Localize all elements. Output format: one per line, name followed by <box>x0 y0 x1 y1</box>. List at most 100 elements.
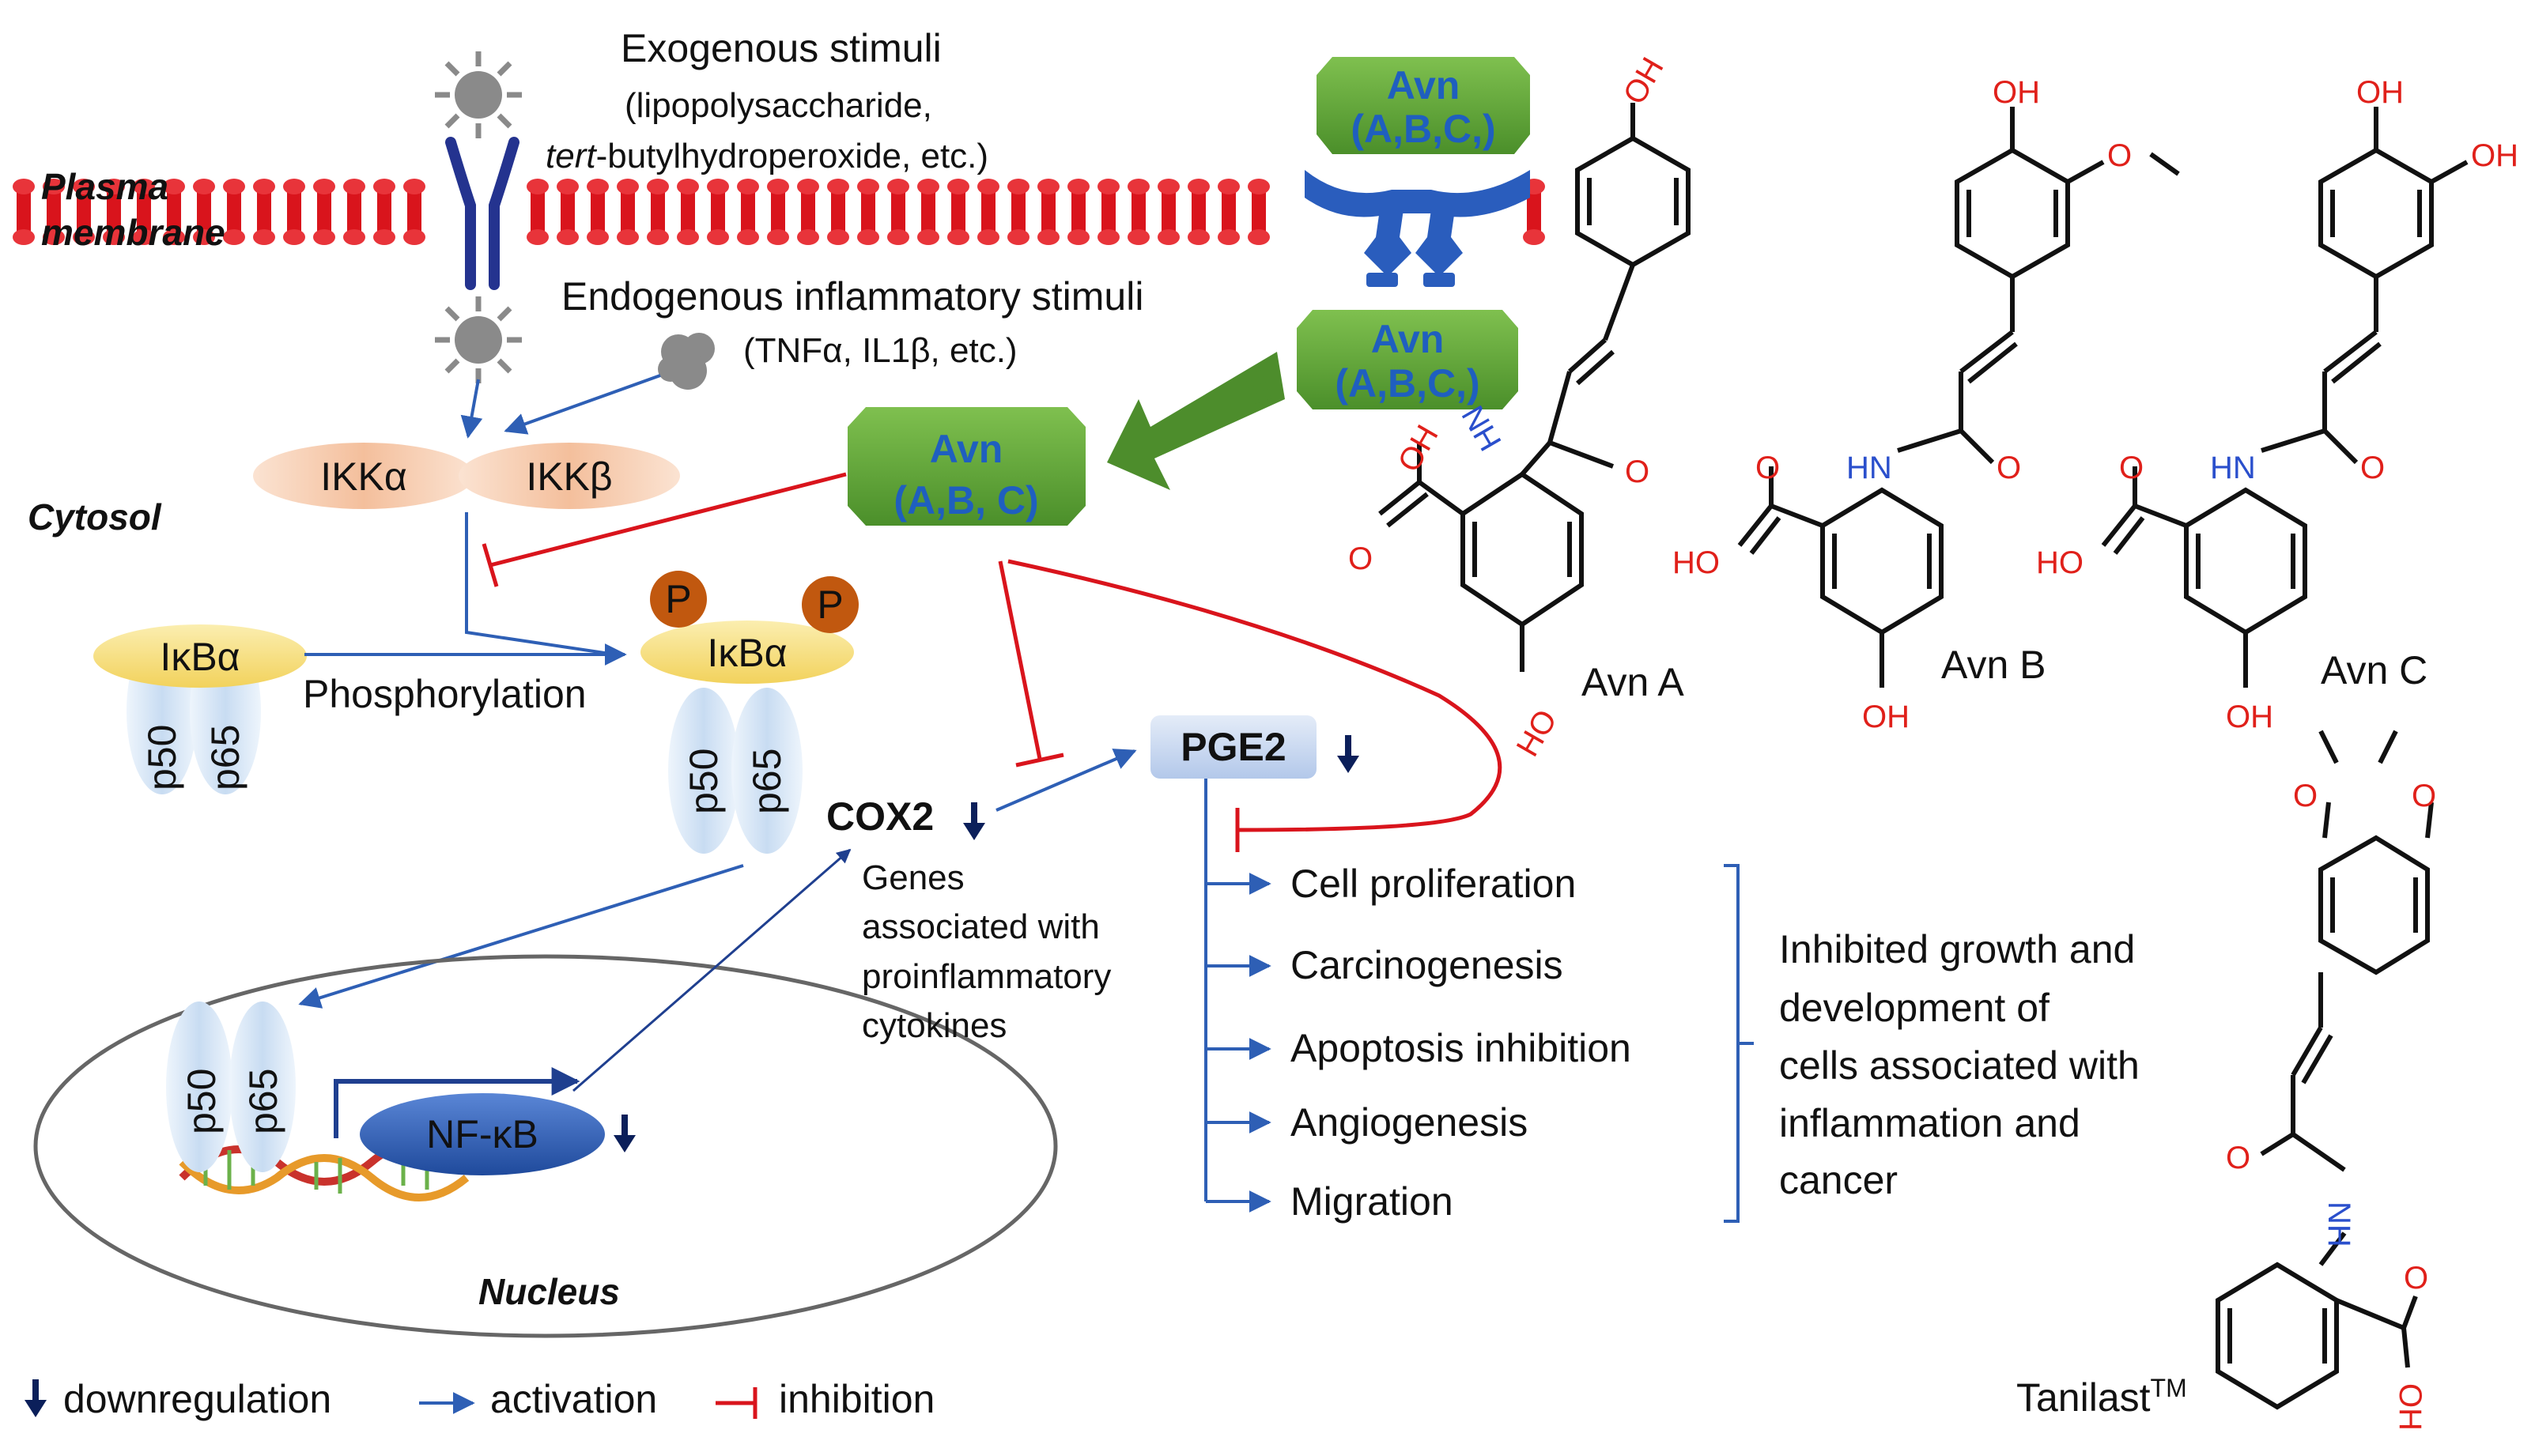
avn-inhibits-ikk <box>482 472 847 587</box>
membrane-lipid <box>917 179 939 245</box>
avn-badge-main-line1: Avn <box>930 427 1003 471</box>
cox2-down-arrow-icon <box>963 802 985 840</box>
membrane-lipid <box>887 179 909 245</box>
avn-badge-top-line2: (A,B,C,) <box>1351 107 1495 151</box>
membrane-lipid <box>587 179 609 245</box>
membrane-lipid <box>767 179 789 245</box>
nfkb-to-cox2-arrow <box>572 848 852 1092</box>
nfkb-label: NF-κB <box>426 1112 538 1156</box>
membrane-lipid <box>1248 179 1270 245</box>
avn-c-o-amide: O <box>2360 451 2385 485</box>
legend-inh-label: inhibition <box>779 1377 935 1421</box>
membrane-label-line2: membrane <box>41 212 225 253</box>
avn-inhibits-outcomes <box>1007 559 1502 852</box>
legend-down-arrow-icon <box>25 1379 47 1417</box>
tranilast-o-amide: O <box>2226 1141 2250 1175</box>
avn-a-oh-acid: OH <box>1392 420 1445 478</box>
avn-badge-top: Avn (A,B,C,) <box>1317 57 1530 154</box>
pge2-box <box>1150 715 1317 779</box>
membrane-lipid <box>223 179 245 245</box>
membrane-lipid <box>617 179 639 245</box>
avn-b-ho-acid: HO <box>1672 545 1720 580</box>
tranilast-label: TanilastTM <box>2016 1374 2187 1420</box>
avn-badge-mid-line2: (A,B,C,) <box>1335 361 1479 405</box>
avn-b-oh-ring: OH <box>1862 700 1910 734</box>
nucleus-label: Nucleus <box>478 1271 620 1312</box>
outcome-item-4: Angiogenesis <box>1290 1100 1528 1145</box>
membrane-lipid <box>647 179 669 245</box>
summary-line-5: cancer <box>1779 1158 1898 1202</box>
avn-transporter-icon <box>1305 170 1530 287</box>
avn-c-oh-top: OH <box>2356 75 2404 110</box>
p50-right-label: p50 <box>682 749 726 814</box>
avn-c-o-acid: O <box>2119 451 2144 485</box>
ikba-right-label: IκBα <box>707 631 787 675</box>
membrane-lipid <box>1128 179 1150 245</box>
phosphate-badge-1-label: P <box>665 577 691 621</box>
tranilast-structure <box>2216 730 2434 1410</box>
nuclear-p50-p65: p50 p65 <box>166 1001 296 1172</box>
avn-a-oh-top: OH <box>1617 52 1671 111</box>
avn-b-hn: HN <box>1846 451 1892 485</box>
summary-line-2: development of <box>1779 986 2050 1030</box>
phosphate-badge-1 <box>650 571 707 628</box>
membrane-lipid <box>737 179 759 245</box>
p50-left-label: p50 <box>140 725 184 790</box>
ikk-activation-line <box>465 512 616 656</box>
avn-a-structure <box>1378 103 1691 672</box>
summary-line-1: Inhibited growth and <box>1779 927 2135 971</box>
legend-act-label: activation <box>490 1377 657 1421</box>
outcome-item-5: Migration <box>1290 1179 1453 1224</box>
membrane-lipid <box>527 179 549 245</box>
avn-b-o-methoxy: O <box>2107 138 2132 173</box>
pge2-down-arrow-icon <box>1337 735 1359 773</box>
cox2-note-line-2: associated with <box>862 907 1100 946</box>
membrane-receptor-icon <box>445 137 519 290</box>
p65-left-label: p65 <box>203 725 247 790</box>
membrane-label-line1: Plasma <box>41 166 168 207</box>
outcome-list: Cell proliferation Carcinogenesis Apopto… <box>1290 862 1631 1224</box>
avn-b-atoms: OH O HN O O HO OH <box>1672 75 2132 734</box>
endogenous-detail: (TNFα, IL1β, etc.) <box>743 331 1018 370</box>
membrane-lipid <box>707 179 729 245</box>
membrane-lipid <box>1067 179 1090 245</box>
ikba-left-label: IκBα <box>160 635 240 679</box>
ikk-alpha-label: IKKα <box>320 455 407 499</box>
avn-a-o-acid: O <box>1348 541 1373 576</box>
membrane-lipid <box>827 179 849 245</box>
legend-down-label: downregulation <box>63 1377 331 1421</box>
outcome-item-1: Cell proliferation <box>1290 862 1576 906</box>
cytosol-label: Cytosol <box>28 496 162 538</box>
membrane-lipid <box>1037 179 1060 245</box>
cox2-to-pge2-arrow <box>995 749 1137 812</box>
tranilast-o-right: O <box>2412 779 2436 813</box>
membrane-lipid <box>947 179 969 245</box>
phosphate-badge-2 <box>802 576 859 633</box>
membrane-lipid <box>557 179 579 245</box>
membrane-lipid <box>1007 179 1029 245</box>
avn-c-hn: HN <box>2210 451 2256 485</box>
exogenous-stimulus-icon <box>435 51 522 138</box>
nfkb-ellipse <box>360 1093 605 1175</box>
avn-c-ho-acid: HO <box>2036 545 2084 580</box>
nucleus-boundary <box>33 954 1058 1338</box>
outcome-tree <box>1204 779 1271 1213</box>
stimulus-to-ikk-arrow <box>460 379 483 439</box>
tranilast-o-acid: O <box>2404 1261 2428 1296</box>
avn-entry-arrow-icon <box>1107 352 1285 490</box>
cox2-label: COX2 <box>826 794 934 839</box>
membrane-lipid <box>403 179 425 245</box>
phosphorylation-label: Phosphorylation <box>303 672 587 716</box>
ikk-complex: IKKα IKKβ <box>253 443 680 509</box>
ikk-beta-label: IKKβ <box>526 455 612 499</box>
membrane-lipid <box>1158 179 1180 245</box>
avn-badge-top-line1: Avn <box>1387 63 1460 108</box>
avn-c-label: Avn C <box>2321 648 2427 692</box>
avn-c-atoms: OH OH HN O O HO OH <box>2036 75 2518 734</box>
avn-b-label: Avn B <box>1941 643 2046 687</box>
membrane-lipid <box>253 179 275 245</box>
exogenous-detail-1: (lipopolysaccharide, <box>625 86 932 125</box>
ikba-complex-inactive: IκBα p50 p65 <box>93 624 307 794</box>
outcome-item-2: Carcinogenesis <box>1290 943 1563 987</box>
